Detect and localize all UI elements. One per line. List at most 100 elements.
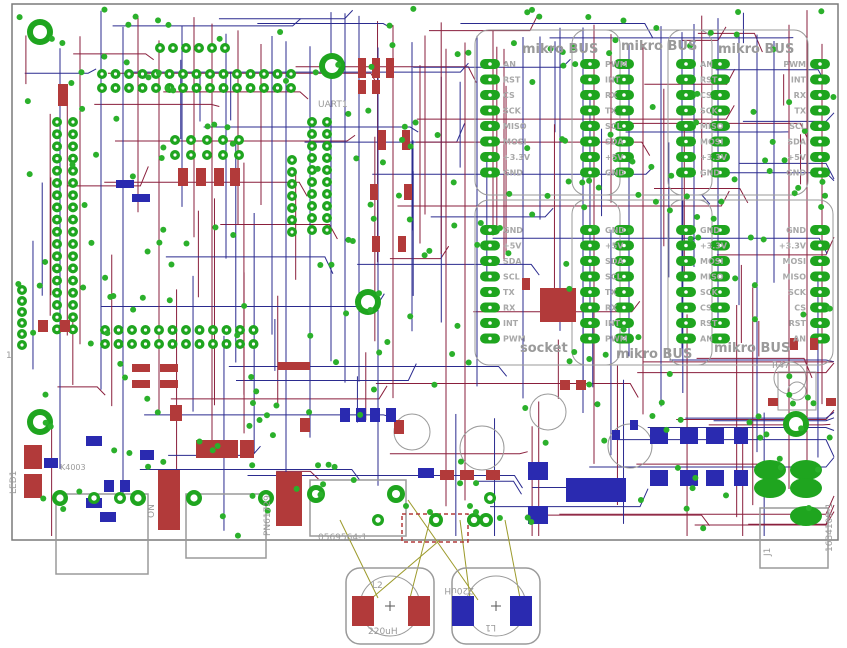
- via: [216, 35, 223, 42]
- via: [594, 401, 601, 408]
- via: [629, 158, 636, 165]
- via: [473, 480, 480, 487]
- via: [60, 505, 67, 512]
- airwire: [339, 519, 379, 599]
- smd-pad-bottom: [528, 506, 548, 524]
- via: [700, 525, 707, 532]
- via: [465, 49, 472, 56]
- mid-header-pad-hole: [325, 156, 329, 160]
- via-layer: [15, 5, 837, 539]
- smd-pad-top: [60, 320, 70, 332]
- smd-pad-bottom: [340, 408, 350, 422]
- trace: [139, 468, 361, 481]
- via: [379, 159, 386, 166]
- via: [263, 412, 270, 419]
- pin-label: CS: [700, 304, 712, 313]
- bus1-right-pad-hole: [588, 93, 592, 97]
- bus3-left-pad-hole: [718, 155, 722, 159]
- terminal-pad-hole: [470, 516, 478, 524]
- pin-label: MOSI: [503, 138, 527, 147]
- trace: [473, 300, 641, 313]
- via: [467, 503, 473, 509]
- via: [421, 252, 428, 259]
- terminal-pad-hole: [190, 494, 198, 502]
- pushbutton-outline: [777, 371, 817, 411]
- smd-pad-bottom: [680, 470, 698, 486]
- bus4-left-pad-hole: [488, 259, 492, 263]
- left-header-pad-hole: [71, 218, 75, 222]
- edge-header-pad-hole: [20, 321, 24, 325]
- top-header-pad-hole: [221, 72, 226, 76]
- via: [547, 45, 554, 52]
- smd-pad-bottom: [386, 408, 396, 422]
- smd-pad-bottom: [100, 512, 116, 522]
- left-header-pad-hole: [71, 205, 75, 209]
- connector-mid-label: 0569564-1: [318, 533, 367, 543]
- via: [434, 131, 441, 138]
- pin-label: RX: [503, 304, 516, 313]
- top-header-pad-hole: [113, 86, 118, 90]
- bottom-label-right: mikro BUS: [714, 341, 790, 356]
- pin-label: INT: [503, 319, 519, 328]
- via: [80, 284, 87, 291]
- socket-pad-hole: [205, 153, 209, 157]
- smd-pad-bottom: [680, 428, 698, 444]
- bus5-left-pad-hole: [622, 321, 626, 325]
- pin-label: +3.3V: [779, 242, 807, 251]
- left-header-pad-hole: [55, 218, 59, 222]
- bus3-right-pad-hole: [818, 124, 822, 128]
- via: [454, 51, 461, 58]
- connector-outline: [185, 493, 267, 559]
- trace: [748, 504, 835, 525]
- mid-header-pad-hole: [310, 192, 314, 196]
- pin-label: GND: [503, 169, 523, 178]
- pin-label: RX: [794, 91, 807, 100]
- airwire: [459, 519, 471, 599]
- terminal-pad-hole: [487, 495, 493, 501]
- bus6-right-pad-hole: [818, 305, 822, 310]
- smd-pad-bottom: [630, 420, 638, 430]
- trace: [653, 187, 749, 204]
- l1-name: L1: [485, 622, 496, 632]
- bus1-right-pad-hole: [588, 124, 592, 128]
- pushbutton-cap: [787, 381, 807, 401]
- pin-label: RX: [605, 91, 618, 100]
- pin-label: RX: [605, 304, 618, 313]
- bottom-header-pad-hole: [184, 342, 188, 346]
- terminal-pad-hole: [117, 495, 123, 501]
- via: [571, 349, 578, 356]
- j1-pad: [754, 460, 786, 480]
- smd-pad-top: [210, 440, 224, 458]
- via: [528, 518, 535, 525]
- trace: [589, 457, 835, 468]
- via: [343, 310, 350, 317]
- airwire: [371, 539, 441, 599]
- small-header-pad-hole: [210, 46, 214, 50]
- pin-label: GND: [700, 226, 720, 235]
- connector-outline: [759, 507, 829, 569]
- bus3-right-pad-hole: [818, 93, 822, 97]
- via: [562, 137, 569, 144]
- via: [349, 238, 356, 245]
- pin-label: +3.3V: [503, 153, 531, 162]
- via: [165, 21, 172, 28]
- smd-pad-bottom: [86, 436, 102, 446]
- left-header-pad-hole: [71, 157, 75, 161]
- via: [674, 464, 681, 471]
- via: [403, 503, 409, 509]
- via: [542, 439, 549, 446]
- via: [658, 399, 665, 406]
- bus2-right-pad-hole: [684, 77, 688, 82]
- bus1-left-pad-hole: [488, 139, 492, 144]
- via: [212, 224, 219, 231]
- mikrobus-outline: [474, 199, 621, 366]
- smd-pad-bottom: [452, 596, 474, 626]
- via: [666, 207, 673, 214]
- left-header-pad-hole: [55, 144, 59, 148]
- smd-pad-top: [240, 440, 254, 458]
- via: [246, 422, 253, 429]
- via: [649, 103, 656, 110]
- trace: [73, 53, 154, 61]
- pin-label: AN: [700, 335, 713, 344]
